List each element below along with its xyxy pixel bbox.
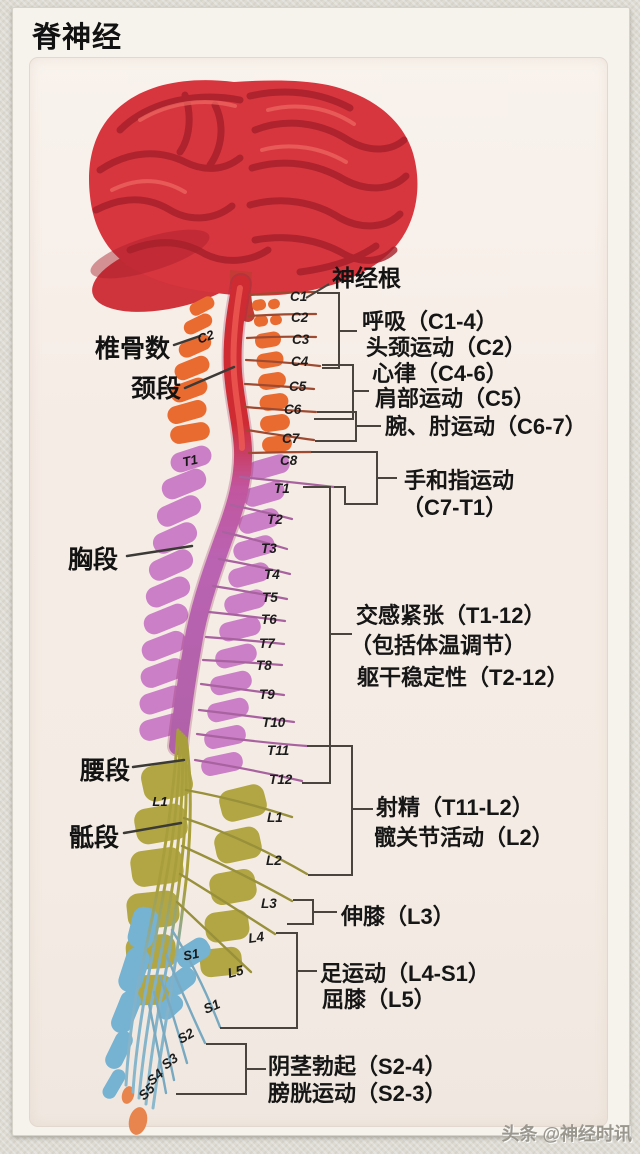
annotation-knee-extension: 伸膝（L3）	[340, 904, 455, 929]
annotation-ejaculation: 射精（T11-L2）	[375, 795, 534, 820]
nerve-label-t1: T1	[274, 481, 290, 496]
nerve-label-c3: C3	[292, 332, 310, 347]
watermark: 头条 @神经时讯	[501, 1124, 632, 1144]
annotation-hand-finger-line1: 手和指运动	[404, 468, 514, 493]
cauda-equina	[124, 728, 192, 1110]
page-title: 脊神经	[32, 22, 123, 54]
region-label-lumbar: 腰段	[79, 756, 130, 785]
pointer-sacral	[122, 821, 183, 835]
region-pointer-lines	[122, 334, 236, 835]
region-label-thoracic: 胸段	[68, 545, 118, 574]
vertebra-tag-s1: S1	[182, 946, 201, 964]
annotation-bladder: 膀胱运动（S2-3）	[268, 1081, 446, 1106]
pointer-cervical	[183, 365, 236, 390]
nerve-label-t10: T10	[262, 715, 286, 730]
vertebrae-thoracic	[139, 445, 290, 776]
nerve-label-l1: L1	[267, 810, 283, 825]
nerve-roots-sacral	[147, 928, 222, 1095]
pointer-vertebrae-count	[172, 334, 202, 347]
nerve-label-t2: T2	[267, 512, 283, 527]
nerve-label-t5: T5	[262, 590, 278, 605]
nerve-label-t4: T4	[264, 567, 280, 582]
pointer-lumbar	[131, 758, 186, 769]
region-label-cervical: 颈段	[131, 374, 181, 403]
vertebra-tag-c2: C2	[195, 327, 216, 347]
annotation-hip-joint: 髋关节活动（L2）	[374, 825, 554, 850]
pointer-label-nerve-root: 神经根	[332, 265, 401, 291]
bracket-c1-c4	[317, 292, 357, 369]
nerve-label-t7: T7	[259, 636, 276, 651]
annotation-hand-finger-line2: （C7-T1）	[402, 495, 507, 520]
nerve-label-t11: T11	[267, 743, 289, 758]
nerve-label-c7: C7	[282, 431, 301, 446]
bracket-c8-t1	[311, 451, 397, 505]
bracket-l3	[287, 899, 337, 925]
nerve-label-s2: S2	[175, 1025, 197, 1046]
nerve-roots-cervical	[243, 290, 322, 455]
nerve-label-t3: T3	[261, 541, 277, 556]
annotation-wrist-elbow: 腕、肘运动（C6-7）	[385, 414, 587, 439]
bracket-lines	[176, 283, 397, 1095]
nerve-roots-thoracic	[193, 475, 336, 783]
nerve-label-l3: L3	[261, 896, 277, 911]
annotation-knee-flexion: 屈膝（L5）	[322, 987, 436, 1012]
brain-illustration	[89, 80, 418, 322]
annotation-sympathetic-line2: （包括体温调节）	[350, 633, 526, 658]
nerve-label-c8: C8	[280, 453, 298, 468]
bracket-t11-l2	[307, 745, 373, 876]
nerve-label-l5: L5	[226, 962, 245, 980]
region-label-vertebrae-count: 椎骨数	[95, 335, 171, 363]
vertebrae-cervical	[167, 296, 292, 453]
annotation-sympathetic-line1: 交感紧张（T1-12）	[356, 603, 545, 628]
annotation-head-neck: 头颈运动（C2）	[366, 335, 526, 360]
bracket-c4-c6	[314, 364, 369, 420]
bracket-c6-c7	[315, 411, 381, 442]
nerve-label-c5: C5	[289, 379, 307, 394]
nerve-label-t6: T6	[261, 612, 277, 627]
nerve-label-c6: C6	[284, 402, 302, 417]
nerve-label-t8: T8	[256, 658, 272, 673]
nerve-label-c4: C4	[291, 354, 309, 369]
pointer-thoracic	[125, 544, 194, 558]
annotation-heart-rhythm: 心律（C4-6）	[372, 361, 508, 386]
vertebra-tag-t1: T1	[181, 452, 199, 470]
nerve-label-t12: T12	[269, 772, 293, 787]
annotation-erection: 阴茎勃起（S2-4）	[268, 1054, 446, 1079]
annotation-foot-motion: 足运动（L4-S1）	[320, 961, 490, 986]
annotation-sympathetic-line3: 躯干稳定性（T2-12）	[356, 665, 568, 690]
bracket-s2-s5	[176, 1043, 266, 1095]
bracket-t1-t12	[302, 486, 352, 784]
region-label-sacral: 骶段	[69, 823, 119, 852]
vertebra-tag-l1: L1	[152, 794, 167, 809]
nerve-label-l2: L2	[266, 853, 282, 868]
nerve-label-c1: C1	[290, 289, 307, 304]
nerve-label-l4: L4	[247, 929, 265, 946]
annotation-breathing: 呼吸（C1-4）	[362, 309, 498, 334]
nerve-label-t9: T9	[259, 687, 275, 702]
nerve-label-c2: C2	[291, 310, 309, 325]
bracket-l4-s1	[220, 932, 317, 1029]
nerve-label-s1: S1	[201, 996, 222, 1016]
nerve-roots-lumbar	[175, 788, 309, 974]
annotation-shoulder: 肩部运动（C5）	[375, 386, 535, 411]
pointer-nerve-root	[305, 283, 330, 299]
coccyx	[121, 1086, 148, 1135]
